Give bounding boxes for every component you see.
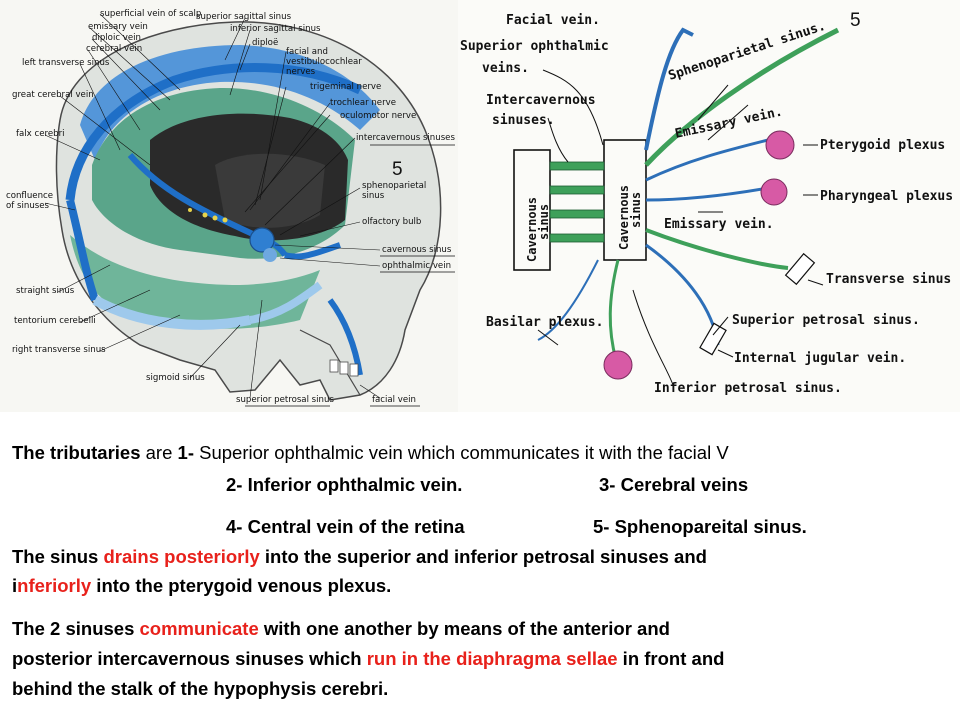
label-oculomotor-nerve: oculomotor nerve	[340, 111, 416, 121]
label-intercavernous-sinuses: intercavernous sinuses	[356, 133, 455, 143]
label-superior-petrosal-sinus: superior petrosal sinus	[236, 395, 334, 405]
communication-line-3: behind the stalk of the hypophysis cereb…	[12, 678, 389, 699]
label-cavernous-sinus: cavernous sinus	[382, 245, 452, 255]
label-transverse-sinus: Transverse sinus	[826, 272, 951, 287]
label-sinuses: sinuses.	[492, 113, 555, 128]
marker-5-right: 5	[850, 10, 861, 31]
label-superior-petrosal: Superior petrosal sinus.	[732, 313, 920, 328]
label-pharyngeal-plexus: Pharyngeal plexus	[820, 189, 953, 204]
communicate-word: communicate	[139, 618, 259, 639]
label-confluence: confluence	[6, 191, 53, 201]
drainage-line-1: The sinus drains posteriorly into the su…	[12, 546, 707, 567]
marker-5-left: 5	[392, 159, 403, 180]
label-sigmoid-sinus: sigmoid sinus	[146, 373, 205, 383]
label-left-transverse-sinus: left transverse sinus	[22, 58, 110, 68]
cavernous-sinus-diagram: Cavernous sinus Cavernous sinus	[458, 0, 960, 412]
tributaries-heading: The tributaries	[12, 442, 141, 463]
left-box-label-2: sinus	[537, 204, 551, 240]
label-falx-cerebri: falx cerebri	[16, 129, 65, 139]
right-box-label-2: sinus	[629, 192, 643, 228]
drains-posteriorly: drains posteriorly	[103, 546, 260, 567]
right-box-label-1: Cavernous	[617, 185, 631, 250]
label-trigeminal-nerve: trigeminal nerve	[310, 82, 381, 92]
label-nerves: nerves	[286, 67, 316, 77]
drainage-line-2: inferiorly into the pterygoid venous ple…	[12, 575, 392, 596]
label-diploic-vein: diploic vein	[92, 33, 141, 43]
label-straight-sinus: straight sinus	[16, 286, 75, 296]
label-cerebral-vein: cerebral vein	[86, 44, 142, 54]
label-superior-sagittal-sinus: superior sagittal sinus	[196, 12, 292, 22]
label-basilar-plexus: Basilar plexus.	[486, 315, 603, 330]
skull-sinus-svg: superficial vein of scalp emissary vein …	[6, 9, 455, 407]
communication-line-2: posterior intercavernous sinuses which r…	[12, 648, 725, 669]
label-sphenoparietal: sphenoparietal	[362, 181, 426, 191]
tributary-2: 2- Inferior ophthalmic vein.	[226, 474, 463, 495]
label-facial-vein: facial vein	[372, 395, 416, 405]
label-emissary-vein: emissary vein	[88, 22, 148, 32]
label-facial-vein-top: Facial vein.	[506, 13, 600, 28]
label-inferior-petrosal: Inferior petrosal sinus.	[654, 381, 842, 396]
label-superficial-vein: superficial vein of scalp	[100, 9, 201, 19]
label-emissary-vein-1: Emissary vein.	[674, 104, 784, 141]
label-emissary-vein-2: Emissary vein.	[664, 217, 774, 232]
label-sphenoparietal-sinus: Sphenoparietal sinus.	[667, 19, 828, 84]
tributaries-line-1: The tributaries are 1- Superior ophthalm…	[12, 442, 729, 463]
label-right-transverse-sinus: right transverse sinus	[12, 345, 106, 355]
label-pterygoid-plexus: Pterygoid plexus	[820, 138, 945, 153]
label-diploe: diploë	[252, 38, 278, 48]
cavernous-diagram-svg: Cavernous sinus Cavernous sinus	[460, 10, 953, 396]
communication-line-1: The 2 sinuses communicate with one anoth…	[12, 618, 670, 639]
diaphragma-sellae-phrase: run in the diaphragma sellae	[366, 648, 618, 669]
label-intercavernous: Intercavernous	[486, 93, 596, 108]
label-great-cerebral-vein: great cerebral vein	[12, 90, 94, 100]
label-vestibulocochlear: vestibulocochlear	[286, 57, 362, 67]
tributary-4: 4- Central vein of the retina	[226, 516, 465, 537]
left-box-label-1: Cavernous	[525, 197, 539, 262]
inferiorly: nferiorly	[17, 575, 92, 596]
label-veins: veins.	[482, 61, 529, 76]
label-of-sinuses: of sinuses	[6, 201, 50, 211]
label-sinus: sinus	[362, 191, 385, 201]
tributary-5: 5- Sphenopareital sinus.	[593, 516, 807, 537]
label-tentorium-cerebelli: tentorium cerebelli	[14, 316, 96, 326]
label-superior-ophthalmic: Superior ophthalmic	[460, 39, 609, 54]
label-inferior-sagittal-sinus: inferior sagittal sinus	[230, 24, 321, 34]
skull-sinus-illustration: superficial vein of scalp emissary vein …	[0, 0, 458, 412]
label-trochlear-nerve: trochlear nerve	[330, 98, 396, 108]
label-internal-jugular: Internal jugular vein.	[734, 351, 906, 366]
tributary-3: 3- Cerebral veins	[599, 474, 749, 495]
label-ophthalmic-vein: ophthalmic vein	[382, 261, 451, 271]
label-olfactory-bulb: olfactory bulb	[362, 217, 421, 227]
label-facial-and: facial and	[286, 47, 328, 57]
